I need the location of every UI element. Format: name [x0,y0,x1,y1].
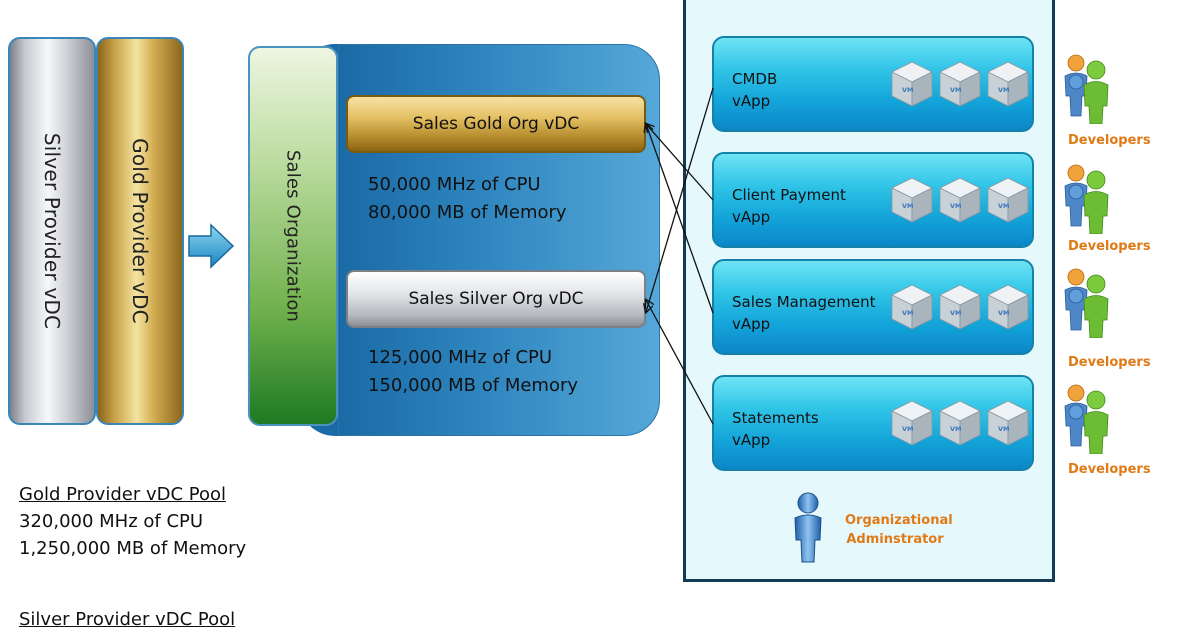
administrator-label-line1: Organizational [845,513,953,528]
vapp-name: Client Payment vApp [732,184,846,228]
vm-label: VM [950,425,962,433]
vapp-name: CMDB vApp [732,68,777,112]
silver-pool-specs: Silver Provider vDC Pool [19,606,235,633]
vapp-box: Statements vApp VM VM VM [712,375,1034,471]
vm-label: VM [998,202,1010,210]
vapp-name-line1: Statements [732,409,819,427]
developers-label: Developers [1068,462,1151,477]
developers-label: Developers [1068,239,1151,254]
silver-org-specs: 125,000 MHz of CPU 150,000 MB of Memory [368,344,578,400]
gold-provider-vdc: Gold Provider vDC [96,37,184,425]
link-sales-gold [646,124,714,314]
silver-org-memory: 150,000 MB of Memory [368,375,579,396]
link-statements-silver [646,300,714,425]
vapp-name: Sales Management vApp [732,291,876,335]
vm-label: VM [950,202,962,210]
link-client-gold [646,124,714,201]
vm-cube-icon: VM [938,60,982,108]
developers-group-icon [1060,162,1112,238]
vm-label: VM [950,309,962,317]
vapp-box: Sales Management vApp VM VM VM [712,259,1034,355]
vm-label: VM [998,86,1010,94]
vm-cube-icon: VM [938,399,982,447]
developers-group-icon [1060,266,1112,342]
developers-group-icon [1060,382,1112,458]
right-arrow-icon [188,223,235,269]
administrator-person-icon [794,492,822,563]
gold-org-memory: 80,000 MB of Memory [368,202,567,223]
vapp-name-line2: vApp [732,315,771,333]
gold-org-cpu: 50,000 MHz of CPU [368,174,541,195]
sales-gold-org-vdc: Sales Gold Org vDC [346,95,646,153]
vm-cube-icon: VM [890,399,934,447]
vm-label: VM [902,309,914,317]
silver-provider-vdc: Silver Provider vDC [8,37,96,425]
vm-cube-icon: VM [890,60,934,108]
vm-cube-icon: VM [986,283,1030,331]
vapp-name-line1: Client Payment [732,186,846,204]
vapp-name-line1: CMDB [732,70,778,88]
vm-cube-icon: VM [986,176,1030,224]
gold-pool-memory: 1,250,000 MB of Memory [19,538,247,559]
vm-label: VM [998,309,1010,317]
gold-org-specs: 50,000 MHz of CPU 80,000 MB of Memory [368,171,567,227]
gold-pool-specs: Gold Provider vDC Pool 320,000 MHz of CP… [19,481,246,562]
vm-label: VM [950,86,962,94]
silver-pool-title: Silver Provider vDC Pool [19,609,236,630]
vm-label: VM [902,202,914,210]
vapp-name-line2: vApp [732,208,771,226]
vm-cube-icon: VM [890,176,934,224]
gold-pool-title: Gold Provider vDC Pool [19,484,226,505]
vm-cube-icon: VM [938,176,982,224]
vm-cube-icon: VM [986,399,1030,447]
gold-pool-cpu: 320,000 MHz of CPU [19,511,204,532]
vm-label: VM [902,86,914,94]
vapp-name-line2: vApp [732,92,771,110]
vm-cube-icon: VM [938,283,982,331]
vm-cube-icon: VM [890,283,934,331]
administrator-label-line2: Adminstrator [846,532,944,547]
vapp-name-line1: Sales Management [732,293,876,311]
developers-label: Developers [1068,355,1151,370]
silver-org-cpu: 125,000 MHz of CPU [368,347,553,368]
developers-label: Developers [1068,133,1151,148]
vm-cube-icon: VM [986,60,1030,108]
vapp-name: Statements vApp [732,407,819,451]
administrator-label: Organizational Adminstrator [845,511,953,549]
sales-organization-bar: Sales Organization [248,46,338,426]
vm-label: VM [998,425,1010,433]
sales-silver-org-vdc: Sales Silver Org vDC [346,270,646,328]
vapp-name-line2: vApp [732,431,771,449]
vapp-box: CMDB vApp VM VM VM [712,36,1034,132]
vm-label: VM [902,425,914,433]
vapp-box: Client Payment vApp VM VM VM [712,152,1034,248]
link-cmdb-silver [646,87,714,312]
developers-group-icon [1060,52,1112,128]
